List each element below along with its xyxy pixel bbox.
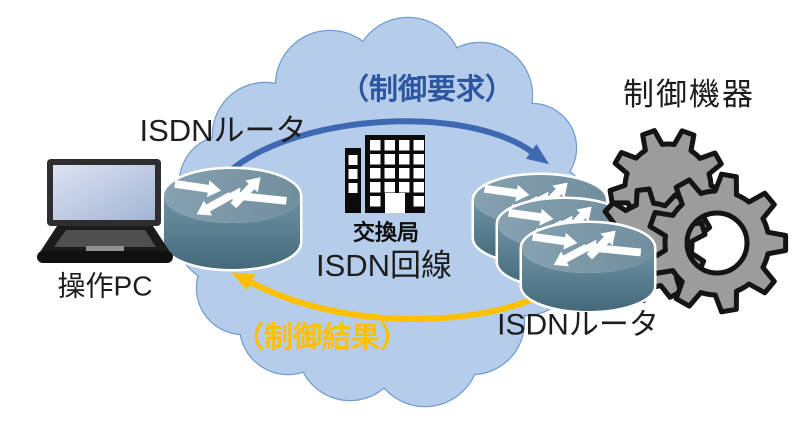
request-arrow-icon: [228, 118, 550, 173]
building-door: [385, 193, 405, 213]
router-icon: [519, 220, 657, 314]
laptop-screen: [53, 165, 155, 220]
gear-icon: [647, 171, 789, 315]
building-icon: [345, 135, 425, 213]
switching-office-label: 交換局: [352, 219, 420, 245]
control-result-label: （制御結果）: [234, 322, 410, 355]
result-arrow-icon: [231, 272, 543, 322]
laptop-touchpad: [86, 246, 124, 252]
isdn-router-left-label: ISDNルータ: [139, 112, 307, 148]
isdn-line-label: ISDN回線: [315, 247, 453, 283]
control-request-label: （制御要求）: [339, 74, 515, 107]
router-icon: [161, 166, 303, 272]
operation-pc-label: 操作PC: [57, 270, 153, 302]
cloud-shape: [176, 16, 588, 408]
isdn-router-right-label: ISDNルータ: [497, 308, 659, 342]
laptop-keyboard: [54, 230, 156, 247]
control-device-label: 制御機器: [623, 76, 755, 112]
laptop-icon: [37, 159, 173, 263]
laptop-bottom: [37, 251, 173, 263]
